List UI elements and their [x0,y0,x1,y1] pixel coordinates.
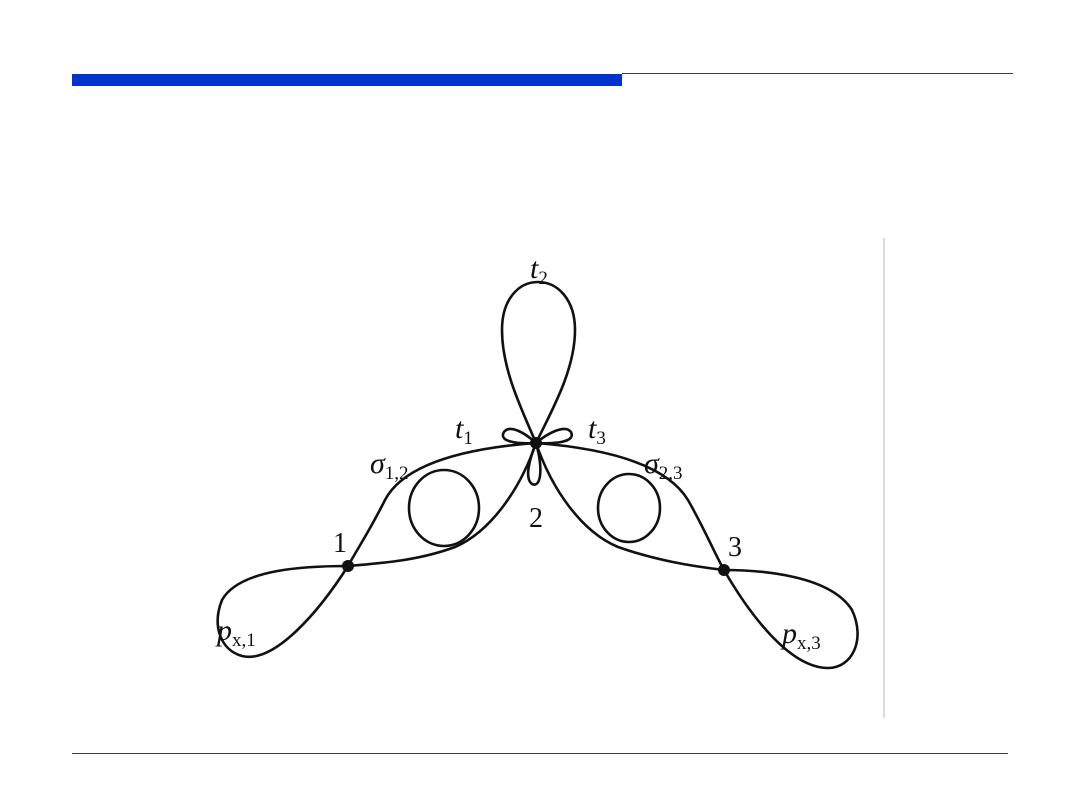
lobe-t2 [500,280,577,445]
orbital-diagram: t2 t1 t3 σ1,2 σ2,3 px,1 px,3 1 2 3 [215,238,885,718]
label-px3: px,3 [780,617,821,654]
bond-upper-right [534,441,726,572]
label-sigma23: σ2,3 [644,447,683,484]
node-label-2: 2 [529,503,543,534]
label-t1: t1 [455,412,473,449]
label-t2: t2 [530,252,548,289]
node-dot-1 [342,560,354,572]
node-dot-3 [718,564,730,576]
lobe-t1-small [501,427,538,445]
label-px1: px,1 [215,614,256,651]
header-accent-bar [72,74,622,86]
lobe-t3-small [534,427,574,445]
label-t3: t3 [588,412,606,449]
bond-lower-left [346,441,538,568]
loop-sigma12 [407,468,481,548]
node-label-3: 3 [728,532,742,563]
lobe-px3 [722,568,859,670]
node-dot-2 [530,437,542,449]
bond-lower-right [534,441,726,572]
bond-upper-left [346,441,538,568]
loop-sigma23 [596,472,662,544]
label-sigma12: σ1,2 [370,447,409,484]
lobe-px1 [216,564,350,659]
footer-rule [72,753,1008,754]
node-label-1: 1 [333,528,347,559]
header-rule [622,73,1013,74]
